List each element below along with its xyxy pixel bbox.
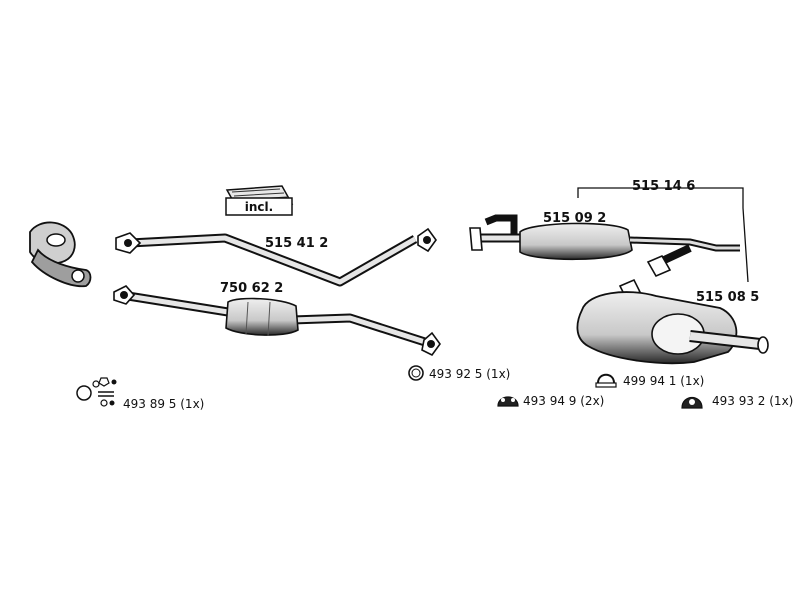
rear-assembly-bracket (577, 187, 749, 283)
center-silencer-part-number: 515 09 2 (543, 211, 606, 226)
catalytic-converter-part-number: 750 62 2 (220, 281, 283, 296)
seal-ring[interactable] (408, 365, 424, 381)
clamp[interactable] (595, 373, 617, 388)
clamp-part-number: 499 94 1 (1x) (623, 374, 704, 388)
center-silencer[interactable] (469, 214, 740, 278)
rear-assembly-part-number: 515 14 6 (632, 179, 695, 194)
rubber-mount-b-part-number: 493 93 2 (1x) (712, 394, 793, 408)
mounting-kit-box[interactable]: incl. (225, 185, 294, 216)
rear-silencer-part-number: 515 08 5 (696, 290, 759, 305)
rubber-mount-a[interactable] (497, 396, 519, 407)
rubber-mount-a-part-number: 493 94 9 (2x) (523, 394, 604, 408)
seal-ring-part-number: 493 92 5 (1x) (429, 367, 510, 381)
front-pipe[interactable] (115, 227, 437, 287)
kit-label: incl. (245, 200, 273, 214)
mounting-kit-parts[interactable] (76, 377, 117, 407)
manifold-flange[interactable] (29, 221, 92, 288)
rear-silencer[interactable] (576, 278, 769, 365)
catalytic-converter-pipe[interactable] (113, 285, 441, 357)
rubber-mount-b[interactable] (681, 396, 703, 409)
front-pipe-part-number: 515 41 2 (265, 236, 328, 251)
mounting-kit-part-number: 493 89 5 (1x) (123, 397, 204, 411)
